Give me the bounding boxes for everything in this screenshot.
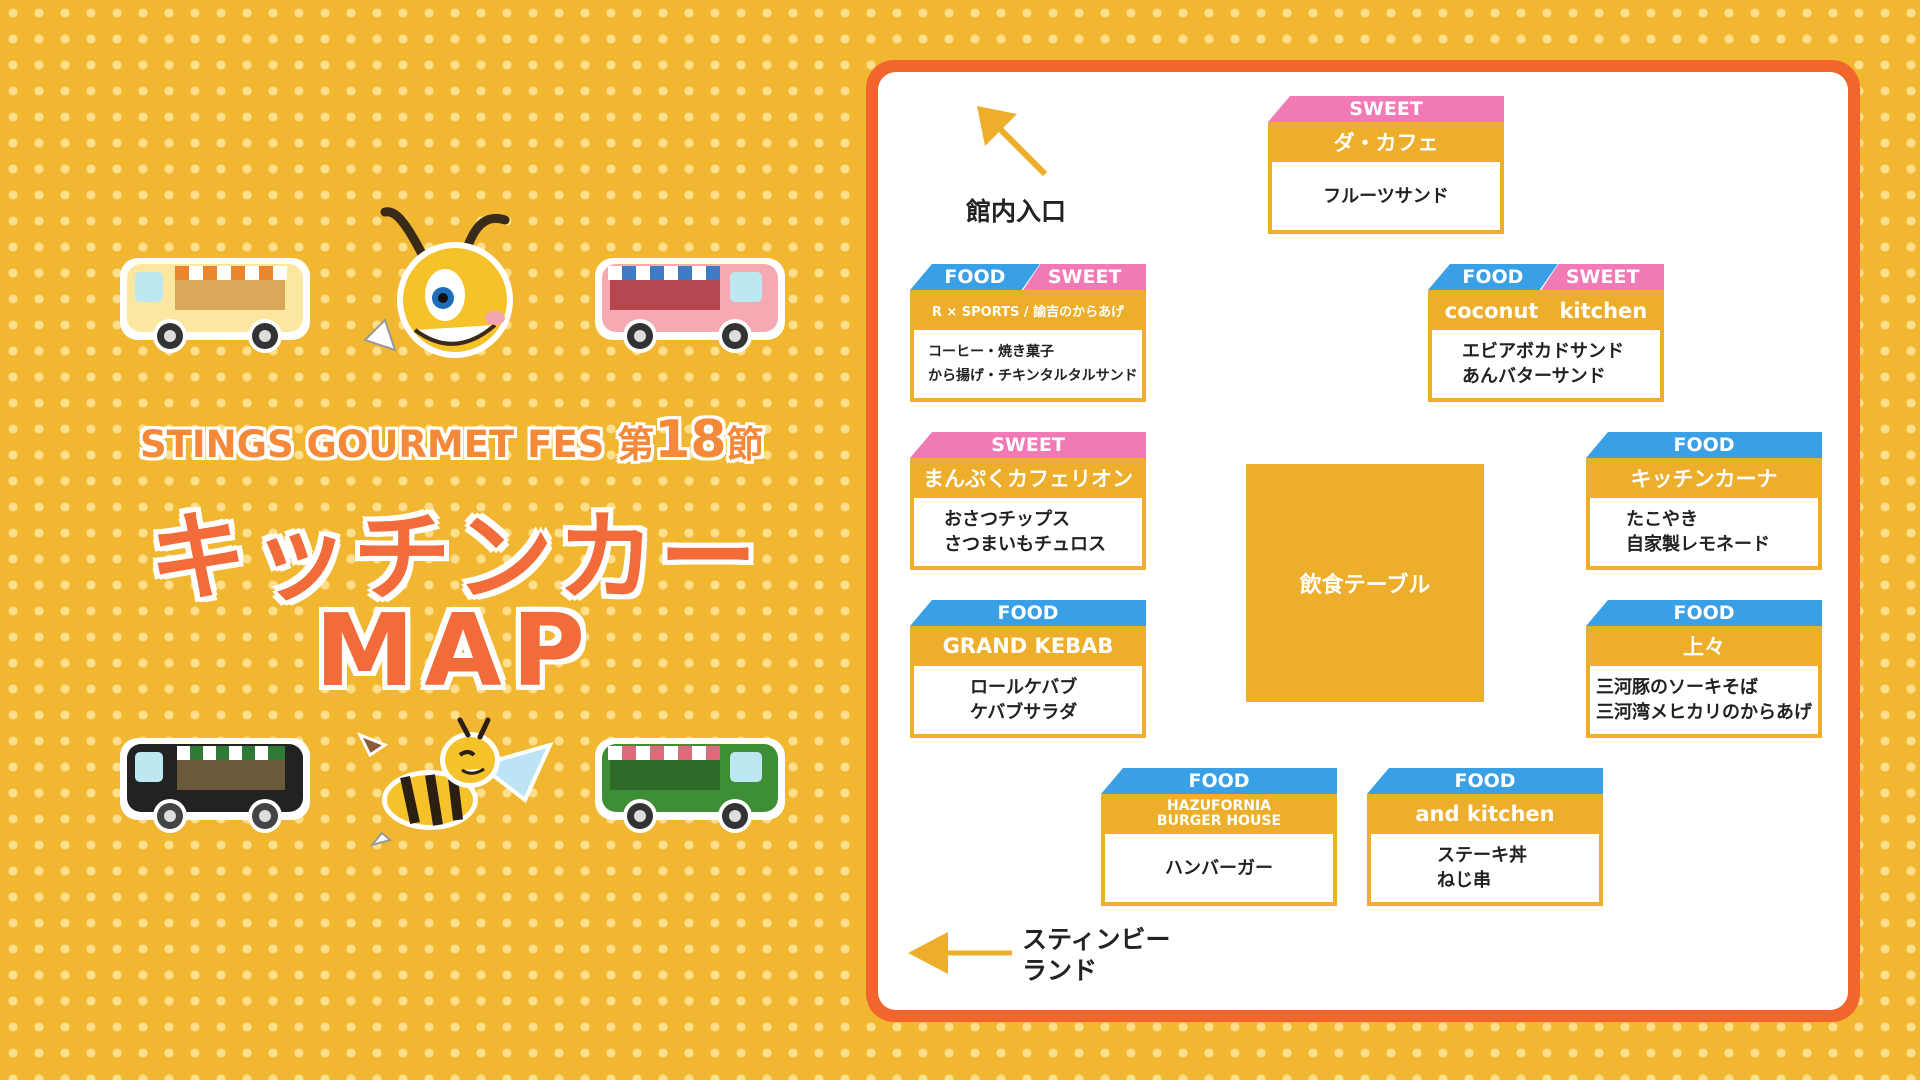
stall-hazufornia-burger-house[interactable]: FOOD HAZUFORNIA BURGER HOUSE ハンバーガー	[1101, 768, 1337, 906]
yellow-food-truck-icon	[120, 258, 310, 353]
event-subtitle: STINGS GOURMET FES 第18節	[140, 410, 764, 470]
map-area: 館内入口 スティンビー ランド 飲食テーブル SWEET ダ・カフェ フルーツサ…	[878, 72, 1848, 1010]
sweet-tag: SWEET	[1268, 96, 1504, 122]
stall-name: ダ・カフェ	[1268, 122, 1504, 162]
stall-name: HAZUFORNIA BURGER HOUSE	[1101, 794, 1337, 834]
food-tag: FOOD	[1367, 768, 1603, 794]
food-tag: FOOD	[1586, 600, 1822, 626]
green-food-truck-icon	[595, 738, 785, 833]
stall-name: キッチンカーナ	[1586, 458, 1822, 498]
stall-menu: 三河豚のソーキそば 三河湾メヒカリのからあげ	[1586, 666, 1822, 738]
food-tag: FOOD	[1586, 432, 1822, 458]
stall-name: 上々	[1586, 626, 1822, 666]
stall-menu: たこやき 自家製レモネード	[1586, 498, 1822, 570]
bee-mascot-icon	[363, 207, 513, 358]
entrance-label: 館内入口	[966, 197, 1067, 226]
entrance-arrow-icon	[977, 106, 1048, 177]
stall-menu: フルーツサンド	[1268, 162, 1504, 234]
black-food-truck-icon	[120, 738, 310, 833]
stall-da-cafe[interactable]: SWEET ダ・カフェ フルーツサンド	[1268, 96, 1504, 234]
sweet-tag: SWEET	[1023, 264, 1146, 290]
pink-food-truck-icon	[595, 258, 785, 353]
food-tag: FOOD	[1101, 768, 1337, 794]
stall-menu: ハンバーガー	[1101, 834, 1337, 906]
stall-jojo[interactable]: FOOD 上々 三河豚のソーキそば 三河湾メヒカリのからあげ	[1586, 600, 1822, 738]
food-tag: FOOD	[910, 600, 1146, 626]
stall-name: まんぷくカフェリオン	[910, 458, 1146, 498]
stingbee-land-label: スティンビー ランド	[1022, 925, 1171, 985]
food-tag: FOOD	[910, 264, 1040, 290]
stall-coconut-kitchen[interactable]: FOOD SWEET coconut kitchen エビアボカドサンド あんバ…	[1428, 264, 1664, 402]
stall-menu: おさつチップス さつまいもチュロス	[910, 498, 1146, 570]
stall-name: coconut kitchen	[1428, 290, 1664, 330]
food-tag: FOOD	[1428, 264, 1558, 290]
stall-and-kitchen[interactable]: FOOD and kitchen ステーキ丼 ねじ串	[1367, 768, 1603, 906]
stall-name: GRAND KEBAB	[910, 626, 1146, 666]
stall-name: and kitchen	[1367, 794, 1603, 834]
sweet-tag: SWEET	[910, 432, 1146, 458]
stall-menu: エビアボカドサンド あんバターサンド	[1428, 330, 1664, 402]
stall-menu: ステーキ丼 ねじ串	[1367, 834, 1603, 906]
stall-name: R × SPORTS / 諭吉のからあげ	[910, 290, 1146, 330]
page-title: キッチンカー	[148, 501, 761, 615]
dining-table: 飲食テーブル	[1246, 464, 1484, 702]
stall-grand-kebab[interactable]: FOOD GRAND KEBAB ロールケバブ ケバブサラダ	[910, 600, 1146, 738]
flying-bee-mascot-icon	[356, 717, 554, 847]
page-title-map: MAP	[314, 592, 596, 709]
stall-manpuku-cafe-lion[interactable]: SWEET まんぷくカフェリオン おさつチップス さつまいもチュロス	[910, 432, 1146, 570]
stall-r-sports[interactable]: FOOD SWEET R × SPORTS / 諭吉のからあげ コーヒー・焼き菓…	[910, 264, 1146, 402]
stall-menu: コーヒー・焼き菓子 から揚げ・チキンタルタルサンド	[910, 330, 1146, 402]
stall-kitchen-kana[interactable]: FOOD キッチンカーナ たこやき 自家製レモネード	[1586, 432, 1822, 570]
left-arrow-icon	[908, 932, 1012, 974]
sweet-tag: SWEET	[1541, 264, 1664, 290]
map-frame: 館内入口 スティンビー ランド 飲食テーブル SWEET ダ・カフェ フルーツサ…	[866, 60, 1860, 1022]
stall-menu: ロールケバブ ケバブサラダ	[910, 666, 1146, 738]
